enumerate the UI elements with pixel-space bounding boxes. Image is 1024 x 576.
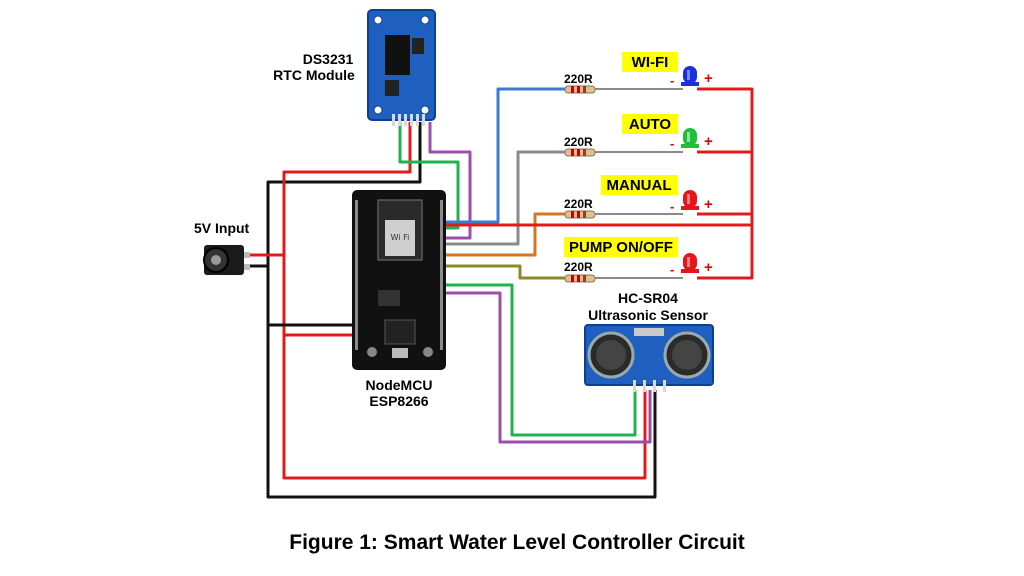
power-input-label: 5V Input — [194, 220, 250, 236]
indicator-label: PUMP ON/OFF — [569, 239, 673, 256]
led-green — [681, 128, 699, 148]
mcu-title: NodeMCU — [366, 377, 433, 393]
led-red-manual — [681, 190, 699, 210]
resistor — [564, 274, 596, 283]
wifi-led-wire — [445, 87, 565, 224]
rtc-module — [367, 9, 436, 126]
ultrasonic-sensor — [584, 324, 714, 392]
led-power-bus — [697, 87, 754, 280]
rtc-subtitle: RTC Module — [273, 67, 355, 83]
svg-text:+: + — [704, 196, 713, 213]
rtc-title: DS3231 — [303, 51, 354, 67]
indicator-manual: MANUAL 220R - + — [564, 175, 713, 219]
indicator-label: MANUAL — [607, 177, 672, 194]
indicator-wifi: WI-FI 220R - + — [564, 52, 713, 94]
svg-text:+: + — [704, 70, 713, 87]
mcu-subtitle: ESP8266 — [369, 393, 428, 409]
nodemcu-board: Wi Fi — [352, 190, 446, 370]
sensor-trig-wire — [445, 283, 637, 437]
rtc-sda-wire — [428, 122, 472, 240]
led-blue — [681, 66, 699, 86]
resistor-label: 220R — [564, 197, 593, 211]
sensor-echo-wire — [445, 291, 652, 444]
sensor-subtitle: Ultrasonic Sensor — [588, 307, 708, 323]
figure-caption: Figure 1: Smart Water Level Controller C… — [289, 531, 744, 554]
led-red-pump — [681, 253, 699, 273]
svg-text:Wi Fi: Wi Fi — [391, 233, 410, 242]
resistor — [564, 210, 596, 219]
manual-led-wire — [445, 212, 565, 257]
sensor-title: HC-SR04 — [618, 290, 678, 306]
ground-wire — [266, 122, 657, 499]
dc-power-jack — [203, 245, 250, 275]
resistor — [564, 85, 596, 94]
svg-text:+: + — [704, 259, 713, 276]
indicator-auto: AUTO 220R - + — [564, 114, 713, 157]
svg-text:-: - — [670, 136, 674, 151]
auto-led-wire — [445, 150, 565, 246]
resistor-label: 220R — [564, 72, 593, 86]
resistor-label: 220R — [564, 260, 593, 274]
indicator-label: WI-FI — [632, 54, 669, 71]
resistor — [564, 148, 596, 157]
svg-text:+: + — [704, 133, 713, 150]
svg-text:-: - — [670, 262, 674, 277]
pump-led-wire — [445, 264, 565, 280]
indicator-pump: PUMP ON/OFF 220R - + — [564, 237, 713, 283]
rtc-scl-wire — [398, 122, 460, 230]
indicator-label: AUTO — [629, 116, 672, 133]
resistor-label: 220R — [564, 135, 593, 149]
svg-text:-: - — [670, 73, 674, 88]
svg-text:-: - — [670, 199, 674, 214]
power-wire — [282, 122, 647, 480]
wires — [250, 87, 754, 499]
